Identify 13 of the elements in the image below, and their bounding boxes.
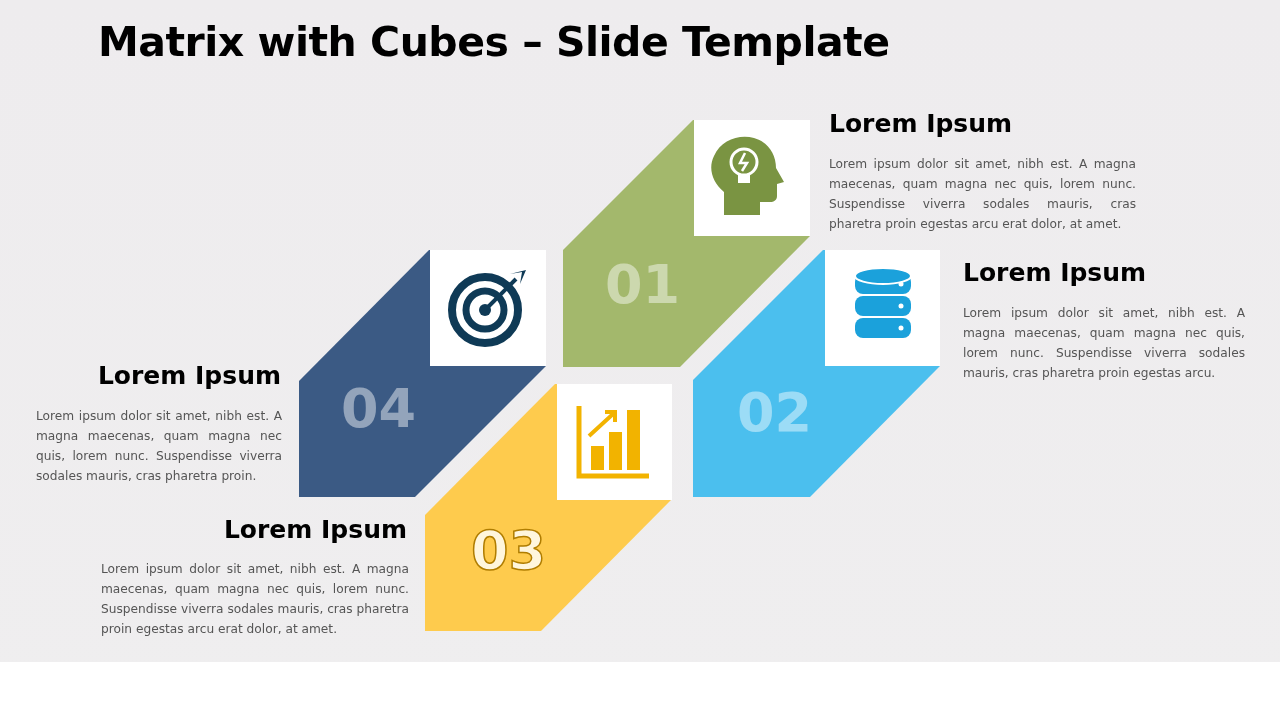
step-number: 02 bbox=[737, 386, 813, 440]
section-heading: Lorem Ipsum bbox=[829, 110, 1013, 138]
step-number: 03 bbox=[471, 524, 547, 578]
body-paragraph: Lorem ipsum dolor sit amet, nibh est. A magna maecenas, quam magna nec quis, lorem nunc. Suspendisse viverra sodales mauris, cras pharetra proin egestas arcu erat dolor, at amet. bbox=[829, 156, 1136, 233]
step-number: 04 bbox=[341, 382, 417, 436]
body-paragraph: Lorem ipsum dolor sit amet, nibh est. A magna maecenas, quam magna nec quis, lorem nunc. Suspendisse viverra sodales mauris, cras pharetra proin. bbox=[36, 408, 282, 485]
section-heading: Lorem Ipsum bbox=[963, 259, 1147, 287]
section-heading: Lorem Ipsum bbox=[97, 362, 281, 390]
step-number: 01 bbox=[605, 258, 681, 312]
body-paragraph: Lorem ipsum dolor sit amet, nibh est. A magna maecenas, quam magna nec quis, lorem nunc. Suspendisse viverra sodales mauris, cras pharetra proin egestas arcu. bbox=[963, 305, 1245, 382]
slide-title: Matrix with Cubes – Slide Template bbox=[98, 18, 890, 66]
section-heading: Lorem Ipsum bbox=[223, 516, 407, 544]
body-paragraph: Lorem ipsum dolor sit amet, nibh est. A magna maecenas, quam magna nec quis, lorem nunc. Suspendisse viverra sodales mauris, cras pharetra proin egestas arcu erat dolor, at amet. bbox=[101, 561, 409, 638]
